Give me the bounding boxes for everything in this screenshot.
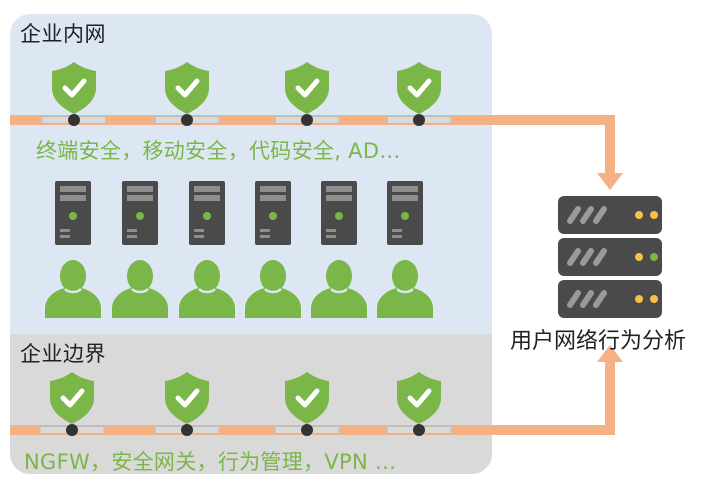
shield-check-icon: [397, 372, 441, 424]
user-behavior-analytics-label: 用户网络行为分析: [510, 329, 687, 354]
shield-check-icon: [50, 372, 94, 424]
shield-check-icon: [52, 62, 96, 114]
shield-check-icon: [165, 62, 209, 114]
arrow-up-icon: [597, 345, 623, 362]
server-tower-icon: [189, 181, 225, 245]
user-icon: [309, 258, 369, 320]
user-icon: [177, 258, 237, 320]
server-tower-icon: [321, 181, 357, 245]
server-tower-icon: [122, 181, 158, 245]
user-icon: [375, 258, 435, 320]
user-icon: [43, 258, 103, 320]
server-tower-icon: [255, 181, 291, 245]
user-icon: [110, 258, 170, 320]
server-tower-icon: [387, 181, 423, 245]
internal-network-title: 企业内网: [20, 22, 106, 46]
shield-check-icon: [165, 372, 209, 424]
shield-check-icon: [285, 372, 329, 424]
user-icon: [243, 258, 303, 320]
arrow-down-icon: [597, 173, 623, 190]
shield-check-icon: [397, 62, 441, 114]
server-rack-icon: [558, 196, 662, 318]
server-tower-icon: [55, 181, 91, 245]
perimeter-security-caption: NGFW，安全网关，行为管理，VPN …: [24, 450, 397, 474]
perimeter-title: 企业边界: [20, 342, 106, 366]
internal-security-caption: 终端安全，移动安全，代码安全, AD…: [36, 139, 401, 163]
shield-check-icon: [285, 62, 329, 114]
